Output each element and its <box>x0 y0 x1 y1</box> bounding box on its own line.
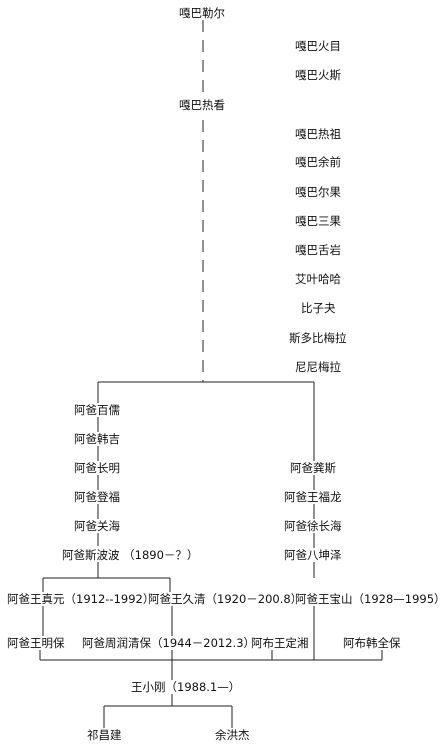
node-l2: 阿爸韩吉 <box>73 432 121 446</box>
node-n2: 嘎巴火目 <box>294 39 342 53</box>
node-n4: 嘎巴热看 <box>178 98 226 112</box>
node-l3: 阿爸长明 <box>73 461 121 475</box>
node-g3: 阿爸王宝山（1928—1995） <box>294 592 447 606</box>
node-n9: 嘎巴舌岩 <box>294 243 342 257</box>
node-n7: 嘎巴尔果 <box>294 185 342 199</box>
node-n1: 嘎巴勒尔 <box>178 6 226 20</box>
node-h4: 阿布韩全保 <box>342 636 402 650</box>
node-n10: 艾叶哈哈 <box>294 272 342 286</box>
node-r2: 阿爸王福龙 <box>283 490 343 504</box>
node-l6: 阿爸斯波波 （1890－？） <box>61 548 200 562</box>
node-h3: 阿布王定湘 <box>250 636 310 650</box>
node-n5: 嘎巴热祖 <box>294 127 342 141</box>
node-l1: 阿爸百儒 <box>73 403 121 417</box>
node-r3: 阿爸徐长海 <box>283 519 343 533</box>
node-n13: 尼尼梅拉 <box>294 360 342 374</box>
node-n11: 比子夬 <box>300 301 337 315</box>
node-n3: 嘎巴火斯 <box>294 68 342 82</box>
node-n8: 嘎巴三果 <box>294 214 342 228</box>
node-n12: 斯多比梅拉 <box>288 331 348 345</box>
node-h1: 阿爸王明保 <box>6 636 66 650</box>
node-g2: 阿爸王久清（1920－200.8） <box>147 592 304 606</box>
node-c2: 余洪杰 <box>214 728 251 742</box>
node-l4: 阿爸登福 <box>73 490 121 504</box>
node-r4: 阿爸八坤泽 <box>283 548 343 562</box>
node-h2: 阿爸周润清保（1944－2012.3） <box>81 636 257 650</box>
node-g1: 阿爸王真元（1912--1992） <box>6 592 156 606</box>
node-l5: 阿爸关海 <box>73 519 121 533</box>
node-c1: 祁昌建 <box>86 728 123 742</box>
node-r1: 阿爸龚斯 <box>289 461 337 475</box>
node-n6: 嘎巴余前 <box>294 155 342 169</box>
node-w1: 王小刚（1988.1—） <box>130 680 242 694</box>
